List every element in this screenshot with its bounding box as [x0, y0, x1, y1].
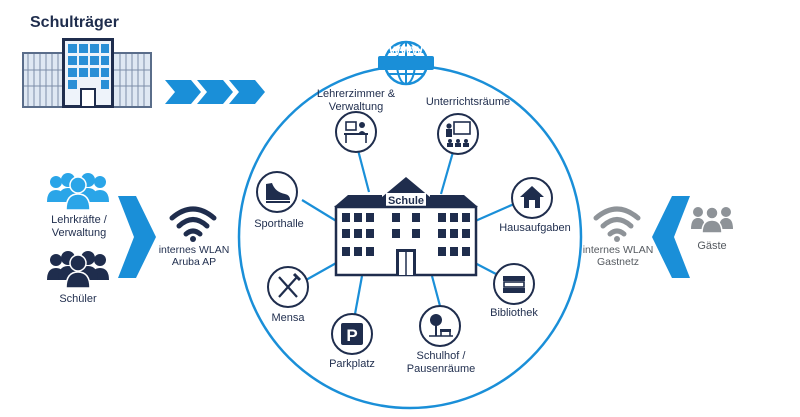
- school-building-icon: [334, 177, 478, 277]
- fork-knife-icon: [267, 266, 309, 308]
- tree-bench-icon: [419, 305, 461, 347]
- arrow-left-icon: [652, 196, 690, 278]
- people-group-icon: [47, 173, 109, 211]
- label-wlan-right-line1: internes WLAN: [582, 244, 654, 256]
- label-wlan-left-line1: internes WLAN: [158, 244, 230, 256]
- parking-icon: P: [331, 313, 373, 355]
- people-group-icon: [691, 206, 733, 234]
- label-lehrerzimmer-line2: Verwaltung: [328, 101, 384, 113]
- wifi-icon: [593, 206, 641, 242]
- label-wlan-right-line2: Gastnetz: [596, 256, 640, 268]
- svg-text:P: P: [346, 326, 357, 345]
- label-parkplatz: Parkplatz: [329, 358, 375, 370]
- school-label: Schule: [387, 195, 425, 207]
- label-staff: Lehrkräfte / Verwaltung: [36, 214, 122, 240]
- label-schulhof-line1: Schulhof /: [416, 350, 466, 362]
- label-schulhof: Schulhof / Pausenräume: [398, 350, 484, 376]
- chevrons-right-icon: [165, 80, 265, 104]
- www-label: WWW: [389, 44, 423, 58]
- label-staff-line2: Verwaltung: [51, 227, 107, 239]
- label-wlan-right: internes WLAN Gastnetz: [576, 244, 660, 268]
- label-guests: Gäste: [697, 240, 727, 252]
- sneaker-icon: [256, 171, 298, 213]
- label-students: Schüler: [59, 293, 97, 305]
- label-unterricht: Unterrichtsräume: [425, 96, 511, 108]
- books-icon: [493, 263, 535, 305]
- label-wlan-left-line2: Aruba AP: [171, 256, 217, 268]
- desk-computer-icon: [335, 111, 377, 153]
- arrow-right-icon: [118, 196, 156, 278]
- label-bibliothek: Bibliothek: [490, 307, 538, 319]
- wifi-icon: [169, 206, 217, 242]
- label-lehrerzimmer: Lehrerzimmer & Verwaltung: [300, 88, 412, 114]
- office-building-icon: [22, 38, 152, 108]
- label-hausaufgaben: Hausaufgaben: [499, 222, 571, 234]
- page-title: Schulträger: [30, 14, 119, 31]
- label-mensa: Mensa: [271, 312, 305, 324]
- label-schulhof-line2: Pausenräume: [406, 363, 476, 375]
- label-lehrerzimmer-line1: Lehrerzimmer &: [316, 88, 396, 100]
- house-icon: [511, 177, 553, 219]
- globe-www-icon: [378, 40, 434, 86]
- label-staff-line1: Lehrkräfte /: [51, 214, 107, 226]
- teacher-board-icon: [437, 113, 479, 155]
- label-sporthalle: Sporthalle: [254, 218, 304, 230]
- label-wlan-left: internes WLAN Aruba AP: [152, 244, 236, 268]
- people-group-icon: [47, 251, 109, 289]
